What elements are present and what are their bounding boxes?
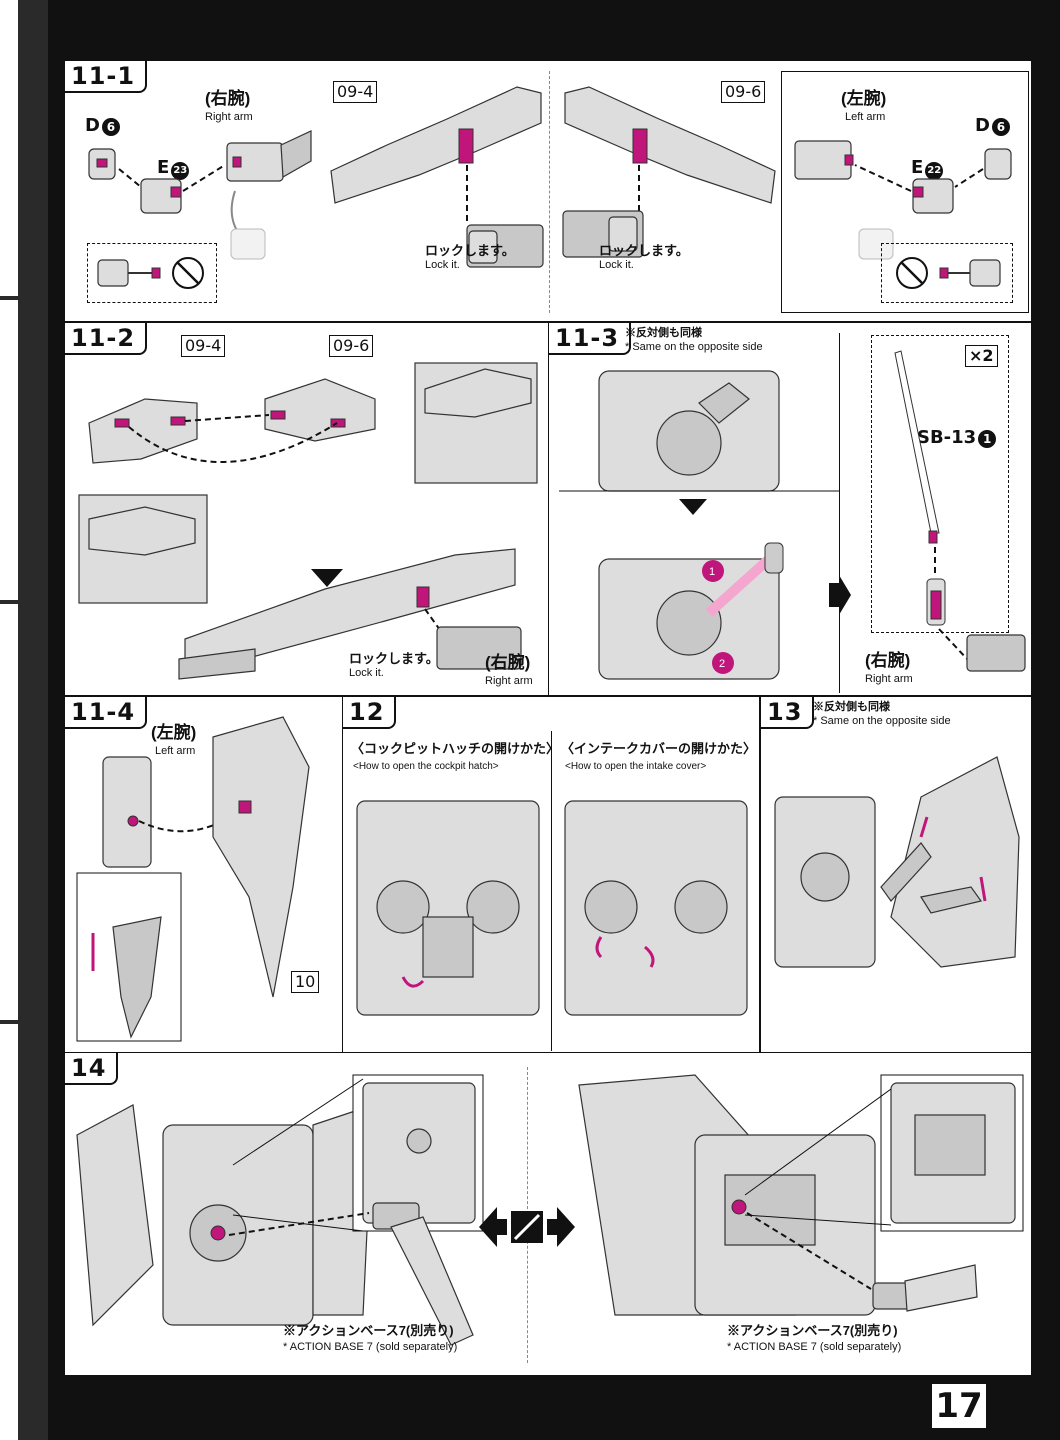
cockpit-hatch-illustration [356, 800, 540, 1016]
opposite-side-note-en: * Same on the opposite side [813, 715, 951, 727]
step-12-panel: 12 〈コックピットハッチの開けかた〉 <How to open the coc… [342, 696, 760, 1054]
robot-shoulder-illustration: 1 2 [559, 370, 839, 680]
page-number: 17 [932, 1384, 986, 1428]
right-arm-label-jp: (右腕) [865, 651, 911, 670]
step-tag: 11-1 [65, 61, 148, 93]
action-base-note-en-2: * ACTION BASE 7 (sold separately) [727, 1341, 902, 1353]
step-11-3-panel: 11-3 ※反対側も同様 * Same on the opposite side… [548, 322, 1032, 696]
lock-label-en: Lock it. [349, 667, 384, 679]
left-arm-assembly-illustration [794, 140, 1012, 260]
intake-cover-illustration [564, 800, 748, 1016]
right-arm-label-jp: (右腕) [205, 89, 251, 108]
lock-label-en: Lock it. [425, 259, 460, 271]
warning-box-2 [881, 243, 1013, 303]
wing-open-illustration [774, 756, 1020, 968]
step-tag: 11-3 [549, 323, 632, 355]
step-tag: 13 [761, 697, 815, 729]
step-11-2-panel: 11-2 09-4 09-6 ロックします。 Lock it. (右腕) Rig [64, 322, 550, 696]
action-base-attach-back-illustration [578, 1074, 1024, 1316]
rifle-halves-illustration [78, 362, 538, 680]
part-number-09-6: 09-6 [721, 81, 766, 103]
right-arm-label-en: Right arm [865, 673, 913, 685]
previous-page-edge [0, 0, 18, 1440]
left-arm-label-en: Left arm [155, 745, 196, 757]
part-number-10: 10 [291, 971, 320, 993]
lock-label-jp: ロックします。 [425, 243, 515, 258]
opposite-side-note-jp: ※反対側も同様 [625, 327, 702, 339]
step-14-panel: 14 ※アクションベース7(別売り) * ACTION BASE 7 (sold… [64, 1052, 1032, 1376]
warning-box [87, 243, 217, 303]
step-2-marker: 2 [719, 658, 725, 670]
next-arrow-icon [829, 575, 851, 615]
left-arm-label-jp: (左腕) [151, 723, 197, 742]
lock-label-jp-2: ロックします。 [599, 243, 689, 258]
step-1-marker: 1 [709, 566, 715, 578]
shield-attach-illustration [76, 716, 310, 1042]
sb13-part-box [871, 335, 1009, 633]
right-arm-label-en: Right arm [205, 111, 253, 123]
intake-cover-title-en: <How to open the intake cover> [565, 761, 707, 772]
part-number-09-6: 09-6 [329, 335, 374, 357]
step-11-4-panel: 11-4 (左腕) Left arm 10 [64, 696, 344, 1054]
beam-rifle-illustration-a [330, 86, 544, 268]
right-arm-assembly-illustration [88, 130, 312, 260]
cockpit-hatch-title-jp: 〈コックピットハッチの開けかた〉 [351, 741, 560, 756]
action-base-attach-front-illustration [76, 1074, 484, 1346]
opposite-side-note-jp: ※反対側も同様 [813, 701, 890, 713]
opposite-side-note-en: * Same on the opposite side [625, 341, 763, 353]
part-number-09-4: 09-4 [181, 335, 226, 357]
part-number-09-4: 09-4 [333, 81, 378, 103]
left-arm-label-jp: (左腕) [841, 89, 887, 108]
right-arm-label-en: Right arm [485, 675, 533, 687]
beam-rifle-illustration-b [562, 86, 776, 258]
view-switch-icon [479, 1207, 575, 1247]
lock-label-jp: ロックします。 [349, 651, 439, 666]
left-arm-box [781, 71, 1029, 313]
step-tag: 11-2 [65, 323, 148, 355]
step-tag: 12 [343, 697, 397, 729]
beam-saber-illustration [894, 350, 1026, 672]
action-base-note-jp: ※アクションベース7(別売り) [283, 1323, 454, 1338]
action-base-note-en: * ACTION BASE 7 (sold separately) [283, 1341, 458, 1353]
cockpit-hatch-title-en: <How to open the cockpit hatch> [353, 761, 499, 772]
action-base-note-jp-2: ※アクションベース7(別売り) [727, 1323, 898, 1338]
right-arm-label-jp: (右腕) [485, 653, 531, 672]
intake-cover-title-jp: 〈インテークカバーの開けかた〉 [561, 741, 757, 756]
left-arm-label-en: Left arm [845, 111, 886, 123]
lock-label-en-2: Lock it. [599, 259, 634, 271]
step-13-panel: 13 ※反対側も同様 * Same on the opposite side [760, 696, 1032, 1054]
step-tag: 11-4 [65, 697, 148, 729]
quantity-badge: ×2 [965, 345, 998, 367]
step-tag: 14 [65, 1053, 119, 1085]
